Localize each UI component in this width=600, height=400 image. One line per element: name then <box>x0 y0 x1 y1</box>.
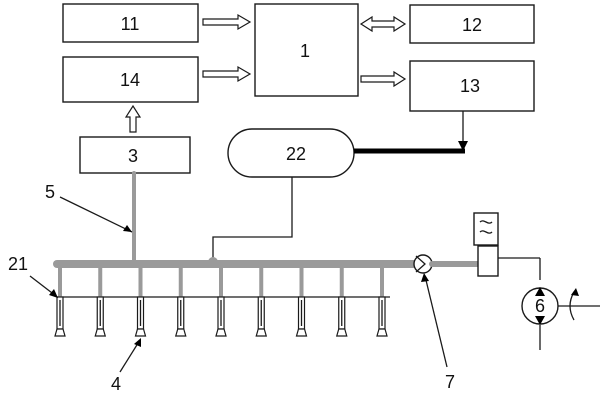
arrow-3-to-14 <box>124 104 142 133</box>
block-11-label: 11 <box>121 14 140 34</box>
callout-arrow-7 <box>421 273 429 282</box>
pump-6-label: 6 <box>535 296 545 316</box>
injector-nozzle <box>134 328 147 337</box>
callout-arrow-5 <box>123 225 132 232</box>
callout-label-5: 5 <box>45 182 55 202</box>
pump-regulator <box>473 212 541 280</box>
injector <box>376 264 388 337</box>
callout-line-5 <box>59 196 133 233</box>
injector <box>134 264 147 337</box>
arrow-14-to-1 <box>202 65 252 83</box>
block-13: 13 <box>409 60 535 112</box>
arrow-1-to-13 <box>360 70 407 88</box>
injector-nozzle <box>215 328 227 337</box>
injector <box>295 264 308 337</box>
injector-group <box>54 264 388 337</box>
injector-nozzle <box>174 328 187 337</box>
tank-22-label: 22 <box>286 144 306 164</box>
sensor-block-3-label: 3 <box>128 146 138 166</box>
callout-arrow-21 <box>49 289 58 298</box>
tank-22: 22 <box>227 128 355 178</box>
callout-arrow-4 <box>134 338 141 347</box>
injector-nozzle <box>54 328 66 337</box>
block-11: 11 <box>62 3 199 43</box>
arrow-11-to-1 <box>202 13 252 31</box>
block-14: 14 <box>62 56 199 103</box>
injector-nozzle <box>295 328 308 337</box>
arrowhead-13-down <box>458 141 468 151</box>
block-12-label: 12 <box>462 15 482 35</box>
callout-label-7: 7 <box>445 372 455 392</box>
callout-line-7 <box>424 275 448 368</box>
controller-block-1: 1 <box>254 3 359 97</box>
callout-label-21: 21 <box>8 254 28 274</box>
injector <box>54 264 66 337</box>
injector-nozzle <box>335 328 348 337</box>
block-13-label: 13 <box>460 76 480 96</box>
injector <box>94 264 107 337</box>
tank-return-line <box>212 177 293 262</box>
callout-line-4 <box>119 339 141 373</box>
block-12: 12 <box>409 4 535 44</box>
pump-6: 6 <box>521 287 600 350</box>
injector <box>215 264 227 337</box>
injector-nozzle <box>94 328 107 337</box>
block-14-label: 14 <box>120 70 140 90</box>
injector <box>335 264 348 337</box>
injector-nozzle <box>255 328 268 337</box>
injector <box>174 264 187 337</box>
rail-junction <box>208 257 218 267</box>
injector <box>255 264 268 337</box>
injector-nozzle <box>376 328 388 337</box>
controller-block-1-label: 1 <box>300 41 310 61</box>
arrow-1-to-12 <box>359 15 407 33</box>
callout-label-4: 4 <box>111 374 121 394</box>
sensor-block-3: 3 <box>79 136 191 174</box>
